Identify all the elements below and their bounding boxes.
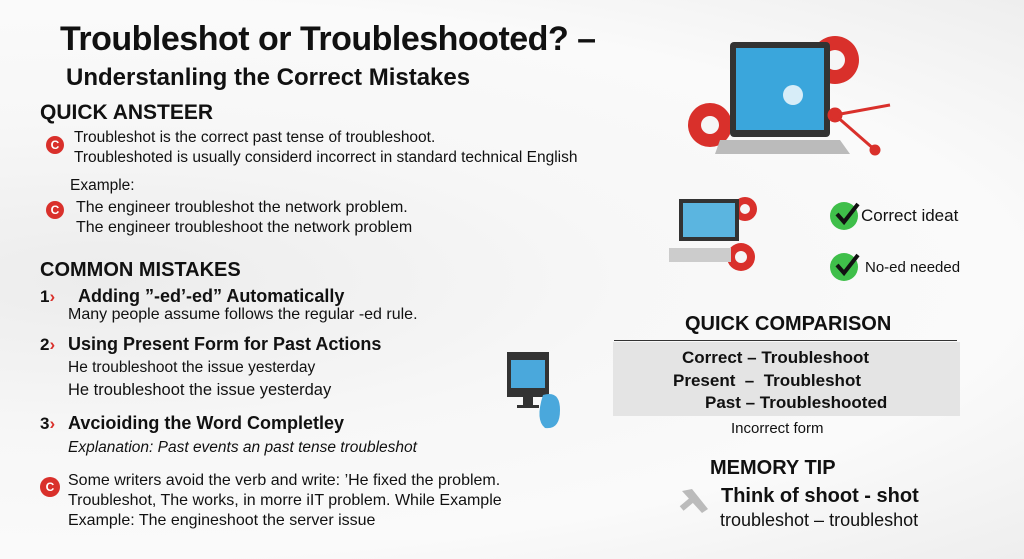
- comparison-footer: Incorrect form: [731, 420, 824, 437]
- tools-icon: [679, 489, 708, 513]
- mistake-line: He troubleshoot the issue yesterday: [68, 359, 316, 376]
- answer-line: Troubleshot is the correct past tense of…: [74, 129, 436, 146]
- memory-tip-heading: MEMORY TIP: [710, 457, 836, 479]
- page-title: Troubleshot or Troubleshooted? –: [60, 20, 596, 58]
- check-label: Correct ideat: [861, 206, 959, 225]
- answer-line: Troubleshoted is usually considerd incor…: [74, 149, 578, 166]
- mistake-number: 2›: [40, 335, 56, 354]
- check-icon: [830, 253, 860, 281]
- mistake-title: Avcioiding the Word Completley: [68, 413, 345, 433]
- correct-badge: C: [46, 136, 64, 154]
- correct-badge: C: [40, 477, 60, 497]
- mistake-title: Adding ”-ed’-ed” Automatically: [78, 286, 345, 306]
- mistake-number: 1›: [40, 287, 56, 306]
- comparison-table: [613, 342, 960, 416]
- comparison-row: Present – Troubleshot: [673, 371, 861, 390]
- mistake-number: 3›: [40, 414, 56, 433]
- comparison-row: Past – Troubleshooted: [705, 393, 888, 412]
- check-label: No-ed needed: [865, 259, 961, 276]
- monitor-gears-illustration: [669, 197, 757, 271]
- mistake-line: Explanation: Past events an past tense t…: [68, 439, 417, 456]
- common-mistakes-heading: COMMON MISTAKES: [40, 259, 241, 281]
- memory-tip-line: troubleshot – troubleshot: [720, 510, 919, 530]
- quick-answer-heading: QUICK ANSTEER: [40, 101, 214, 124]
- note-line: Example: The engineshoot the server issu…: [68, 512, 376, 529]
- monitor-network-illustration: [507, 352, 560, 429]
- memory-tip-line: Think of shoot - shot: [721, 485, 919, 507]
- example-line: The engineer troubleshoot the network pr…: [76, 219, 413, 236]
- example-label: Example:: [70, 177, 135, 194]
- mistake-title: Using Present Form for Past Actions: [68, 334, 382, 354]
- correct-badge: C: [46, 201, 64, 219]
- mistake-line: Many people assume follows the regular -…: [68, 306, 418, 323]
- mistake-line: He troubleshoot the issue yesterday: [68, 381, 332, 399]
- check-icon: [830, 202, 860, 230]
- comparison-heading: QUICK COMPARISON: [685, 313, 892, 335]
- laptop-gears-illustration: [688, 36, 891, 156]
- comparison-row: Correct – Troubleshoot: [682, 348, 870, 367]
- divider: [614, 340, 957, 341]
- example-line: The engineer troubleshot the network pro…: [76, 199, 408, 216]
- page-subtitle: Understanling the Correct Mistakes: [66, 64, 471, 91]
- note-line: Some writers avoid the verb and write: ’…: [68, 472, 501, 489]
- note-line: Troubleshot, The works, in morre iIT pro…: [68, 492, 502, 509]
